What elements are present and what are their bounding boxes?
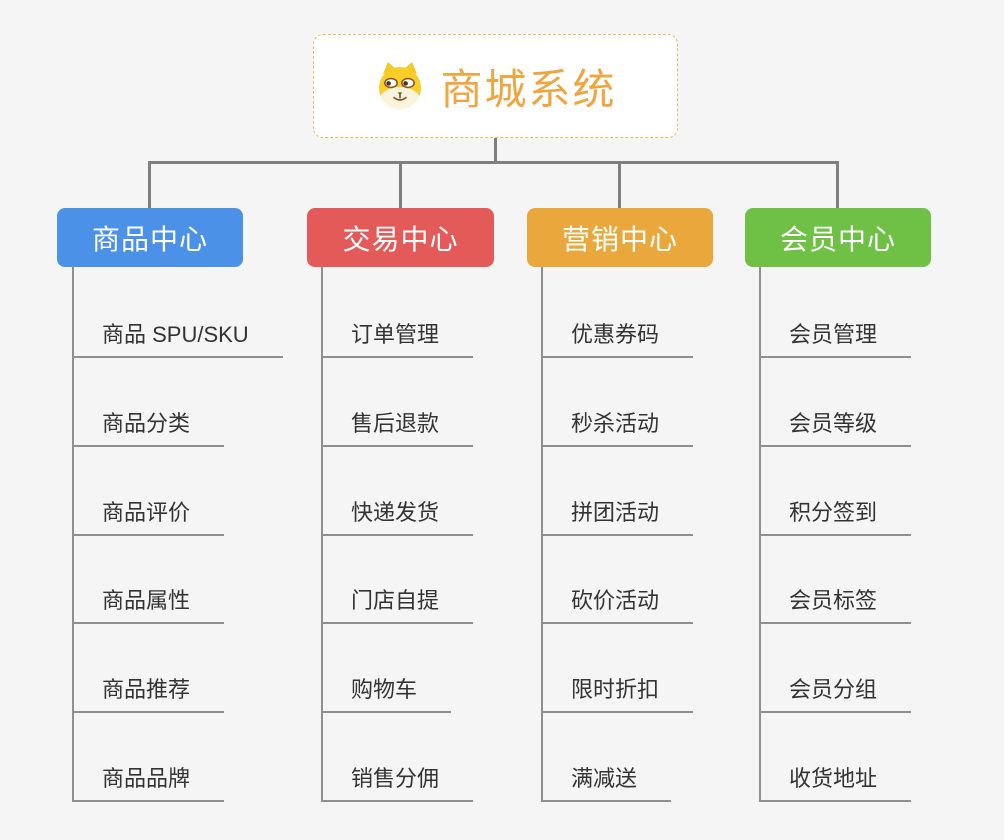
- connector-stub-member: [836, 161, 839, 208]
- leaf-topic[interactable]: 积分签到: [759, 498, 912, 536]
- leaf-topic[interactable]: 优惠券码: [541, 320, 694, 358]
- leaf-topic[interactable]: 会员分组: [759, 675, 912, 713]
- branch-topic-product[interactable]: 商品中心: [57, 208, 243, 267]
- leaf-topic[interactable]: 砍价活动: [541, 586, 694, 624]
- leaf-topic[interactable]: 门店自提: [321, 586, 474, 624]
- connector-root-vertical: [494, 138, 497, 162]
- leaf-topic[interactable]: 会员管理: [759, 320, 912, 358]
- leaf-topic[interactable]: 限时折扣: [541, 675, 694, 713]
- leaf-topic[interactable]: 拼团活动: [541, 498, 694, 536]
- leaf-topic[interactable]: 商品评价: [72, 498, 225, 536]
- leaf-topic[interactable]: 满减送: [541, 764, 672, 802]
- dog-face-icon: [374, 60, 426, 112]
- leaf-topic[interactable]: 购物车: [321, 675, 452, 713]
- branch-topic-trade[interactable]: 交易中心: [307, 208, 494, 267]
- leaf-topic[interactable]: 商品品牌: [72, 764, 225, 802]
- leaf-topic[interactable]: 销售分佣: [321, 764, 474, 802]
- leaf-topic[interactable]: 商品属性: [72, 586, 225, 624]
- connector-stub-trade: [399, 161, 402, 208]
- leaf-topic[interactable]: 订单管理: [321, 320, 474, 358]
- leaf-topic[interactable]: 快递发货: [321, 498, 474, 536]
- connector-horizontal-rail: [148, 161, 839, 164]
- root-topic-label: 商城系统: [440, 65, 617, 113]
- leaf-topic[interactable]: 商品分类: [72, 409, 225, 447]
- root-topic[interactable]: 商城系统: [313, 34, 678, 138]
- leaf-topic[interactable]: 会员等级: [759, 409, 912, 447]
- leaf-topic[interactable]: 收货地址: [759, 764, 912, 802]
- leaf-topic[interactable]: 售后退款: [321, 409, 474, 447]
- leaf-topic[interactable]: 商品推荐: [72, 675, 225, 713]
- branch-topic-member[interactable]: 会员中心: [745, 208, 931, 267]
- branch-topic-marketing[interactable]: 营销中心: [527, 208, 713, 267]
- leaf-topic[interactable]: 秒杀活动: [541, 409, 694, 447]
- connector-stub-product: [148, 161, 151, 208]
- leaf-topic[interactable]: 商品 SPU/SKU: [72, 320, 283, 358]
- connector-stub-marketing: [618, 161, 621, 208]
- leaf-topic[interactable]: 会员标签: [759, 586, 912, 624]
